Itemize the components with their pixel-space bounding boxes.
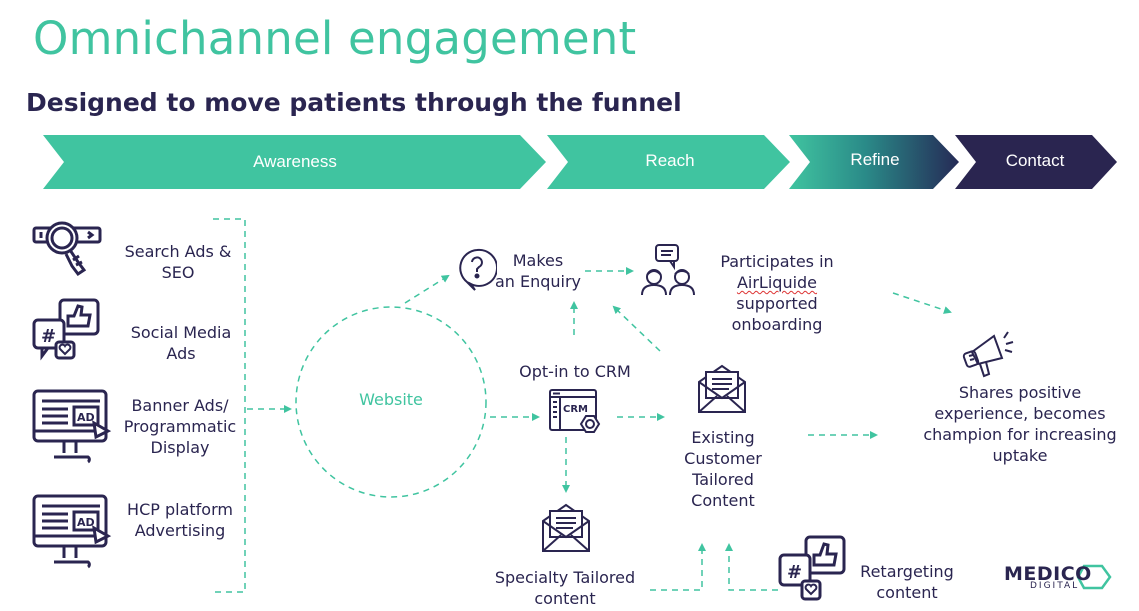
megaphone-icon <box>962 330 1016 380</box>
question-bubble-icon <box>457 248 497 292</box>
onboarding-node-label: Participates in AirLiquide supported onb… <box>720 252 834 334</box>
champion-node-label: Shares positive experience, becomes cham… <box>923 383 1117 465</box>
svg-text:AD: AD <box>77 516 95 529</box>
envelope-icon <box>697 362 747 414</box>
stage-refine-label: Refine <box>850 150 900 169</box>
medico-digital-logo: MEDICO DIGITAL <box>1004 563 1114 595</box>
channel-hcp-label: HCP platform Advertising <box>127 500 233 540</box>
channel-banner-label: Banner Ads/ Programmatic Display <box>123 396 237 457</box>
banner-ad-monitor-icon: AD <box>32 389 112 465</box>
stage-awareness-label: Awareness <box>253 152 337 171</box>
stage-awareness-arrow <box>43 135 546 189</box>
people-chat-icon <box>640 243 698 297</box>
enquiry-node-label: Makes an Enquiry <box>494 251 582 291</box>
page-title: Omnichannel engagement <box>33 12 637 65</box>
stage-refine-arrow <box>789 135 959 189</box>
channel-social-label: Social Media Ads <box>130 323 232 363</box>
stage-contact-label: Contact <box>1005 151 1065 170</box>
flow-connectors <box>213 218 952 593</box>
channel-search-label: Search Ads & SEO <box>124 242 232 282</box>
hexagon-logo-mark <box>1076 564 1112 590</box>
search-magnifier-icon <box>32 220 104 280</box>
logo-sub-text: DIGITAL <box>1030 581 1080 591</box>
stage-reach-label: Reach <box>645 151 695 170</box>
stage-reach-arrow <box>547 135 790 189</box>
crm-node-label: Opt-in to CRM <box>519 362 631 381</box>
existing-content-node-label: Existing Customer Tailored Content <box>684 428 762 510</box>
social-media-icon: # <box>32 298 102 366</box>
logo-main-text: MEDICO <box>1004 563 1092 585</box>
svg-text:#: # <box>787 562 802 583</box>
social-media-icon: # <box>778 535 848 605</box>
hcp-ad-monitor-icon: AD <box>32 494 112 570</box>
page-subtitle: Designed to move patients through the fu… <box>26 88 682 117</box>
retargeting-content-node-label: Retargeting content <box>860 562 954 602</box>
svg-text:CRM: CRM <box>563 404 588 415</box>
envelope-icon <box>541 501 591 553</box>
website-node-label: Website <box>359 390 423 409</box>
svg-text:AD: AD <box>77 411 95 424</box>
stage-contact-arrow <box>955 135 1117 189</box>
specialty-content-node-label: Specialty Tailored content <box>494 568 636 608</box>
crm-icon: CRM <box>548 388 604 436</box>
svg-text:#: # <box>41 326 56 347</box>
